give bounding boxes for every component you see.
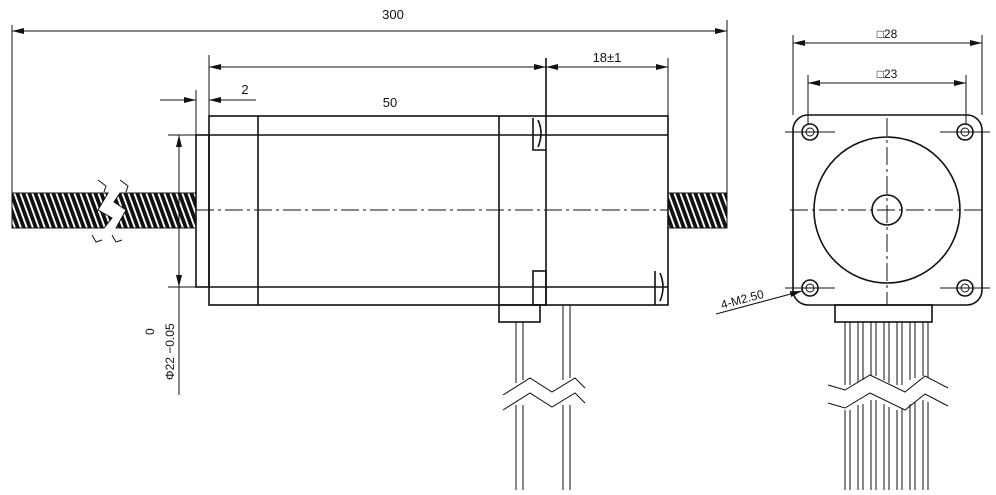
dimension-18: 18±1 xyxy=(546,50,669,116)
dimension-label-28: □28 xyxy=(877,27,898,41)
dimension-square-23: □23 xyxy=(807,67,967,124)
dimension-square-28: □28 xyxy=(792,27,983,115)
front-connector xyxy=(834,304,933,323)
dimension-label-diameter: Φ22 −0.05 xyxy=(163,323,177,380)
dimension-label-50: 50 xyxy=(383,95,397,110)
side-wires xyxy=(502,305,586,490)
dimension-50: 50 xyxy=(209,64,546,110)
front-wires xyxy=(827,322,949,490)
dimension-300: 300 xyxy=(11,7,728,195)
lead-screw-right xyxy=(667,192,728,229)
motor-side-view xyxy=(195,58,669,323)
mounting-hole-callout: 4-M2.50 xyxy=(715,287,803,315)
motor-front-view xyxy=(785,114,990,323)
dimension-label-23: □23 xyxy=(877,67,898,81)
dimension-label-tolerance: 0 xyxy=(143,328,157,335)
dimension-label-2: 2 xyxy=(241,82,248,97)
callout-label-4-m2-50: 4-M2.50 xyxy=(719,287,765,312)
mounting-holes xyxy=(785,123,990,297)
dimension-label-300: 300 xyxy=(382,7,404,22)
lead-screw-left xyxy=(11,179,197,243)
dimension-diameter-22: Φ22 −0.05 0 xyxy=(143,134,196,395)
dimension-label-18: 18±1 xyxy=(593,50,622,65)
side-connector xyxy=(498,304,541,323)
